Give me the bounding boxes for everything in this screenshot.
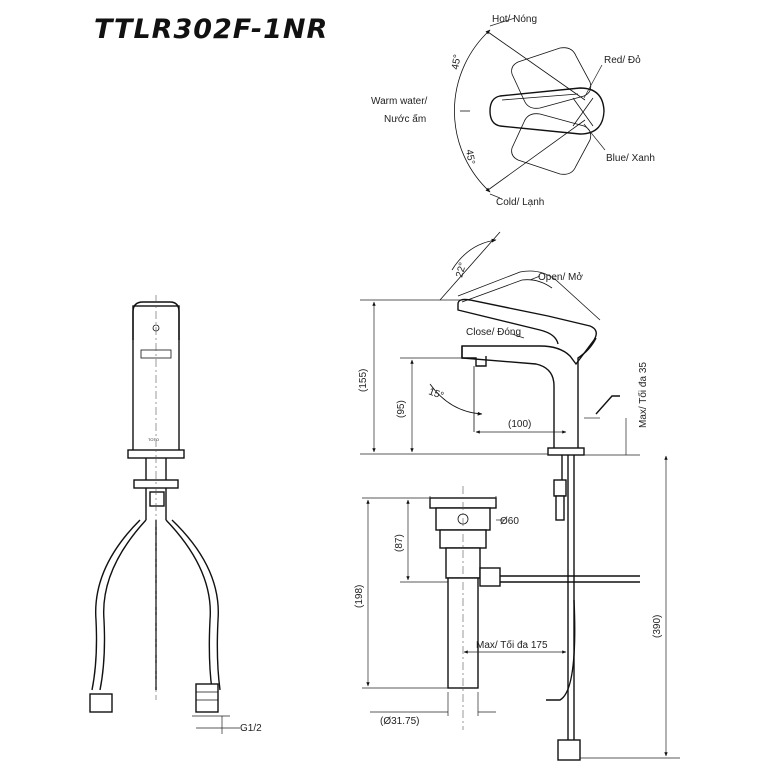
open-label: Open/ Mở: [538, 271, 583, 283]
dim-height: (155): [358, 369, 369, 392]
dim-max175: Max/ Tối đa 175: [476, 639, 548, 651]
dim-198: (198): [354, 585, 365, 608]
dim-max-thickness: Max/ Tối đa 35: [637, 362, 649, 428]
angle-spout-label: 15°: [427, 386, 445, 402]
angle-cold-label: 45°: [463, 149, 476, 166]
blue-label: Blue/ Xanh: [606, 153, 655, 164]
brand-mark: TOTO: [148, 437, 159, 442]
angle-handle-label: 22°: [454, 261, 469, 278]
handle-hot-position: [511, 47, 592, 109]
thread-label: G1/2: [240, 723, 262, 734]
dim-dia31: (Ø31.75): [380, 716, 419, 727]
handle-cold-position: [511, 113, 592, 175]
angle-hot-label: 45°: [450, 54, 463, 71]
dim-total-height: (390): [652, 615, 663, 638]
hose-fitting-left: [89, 693, 113, 713]
supply-fitting: [557, 739, 581, 761]
close-label: Close/ Đóng: [466, 327, 521, 338]
drain-view: Ø60 (87) (198) Max/ Tối đa 175 (Ø31.75): [354, 486, 640, 730]
warm-label-line2: Nước ấm: [384, 113, 426, 125]
top-view: Hot/ Nóng Warm water/ Nước ấm Red/ Đỏ Bl…: [371, 14, 655, 208]
dim-reach: (100): [508, 419, 531, 430]
handle-center-position: [489, 87, 605, 135]
dim-spout-height: (95): [396, 400, 407, 418]
dim-87: (87): [394, 534, 405, 552]
red-label: Red/ Đỏ: [604, 54, 641, 66]
hot-label: Hot/ Nóng: [492, 14, 537, 25]
front-view: TOTO G1/2: [89, 295, 262, 734]
cold-label: Cold/ Lạnh: [496, 197, 544, 208]
warm-label-line1: Warm water/: [371, 96, 428, 107]
dim-dia60: Ø60: [500, 516, 519, 527]
model-title: TTLR302F-1NR: [94, 14, 329, 45]
side-view: Open/ Mở Close/ Đóng 22° 15° (155) (95) …: [358, 231, 680, 761]
hose-fitting-right: [195, 683, 219, 713]
